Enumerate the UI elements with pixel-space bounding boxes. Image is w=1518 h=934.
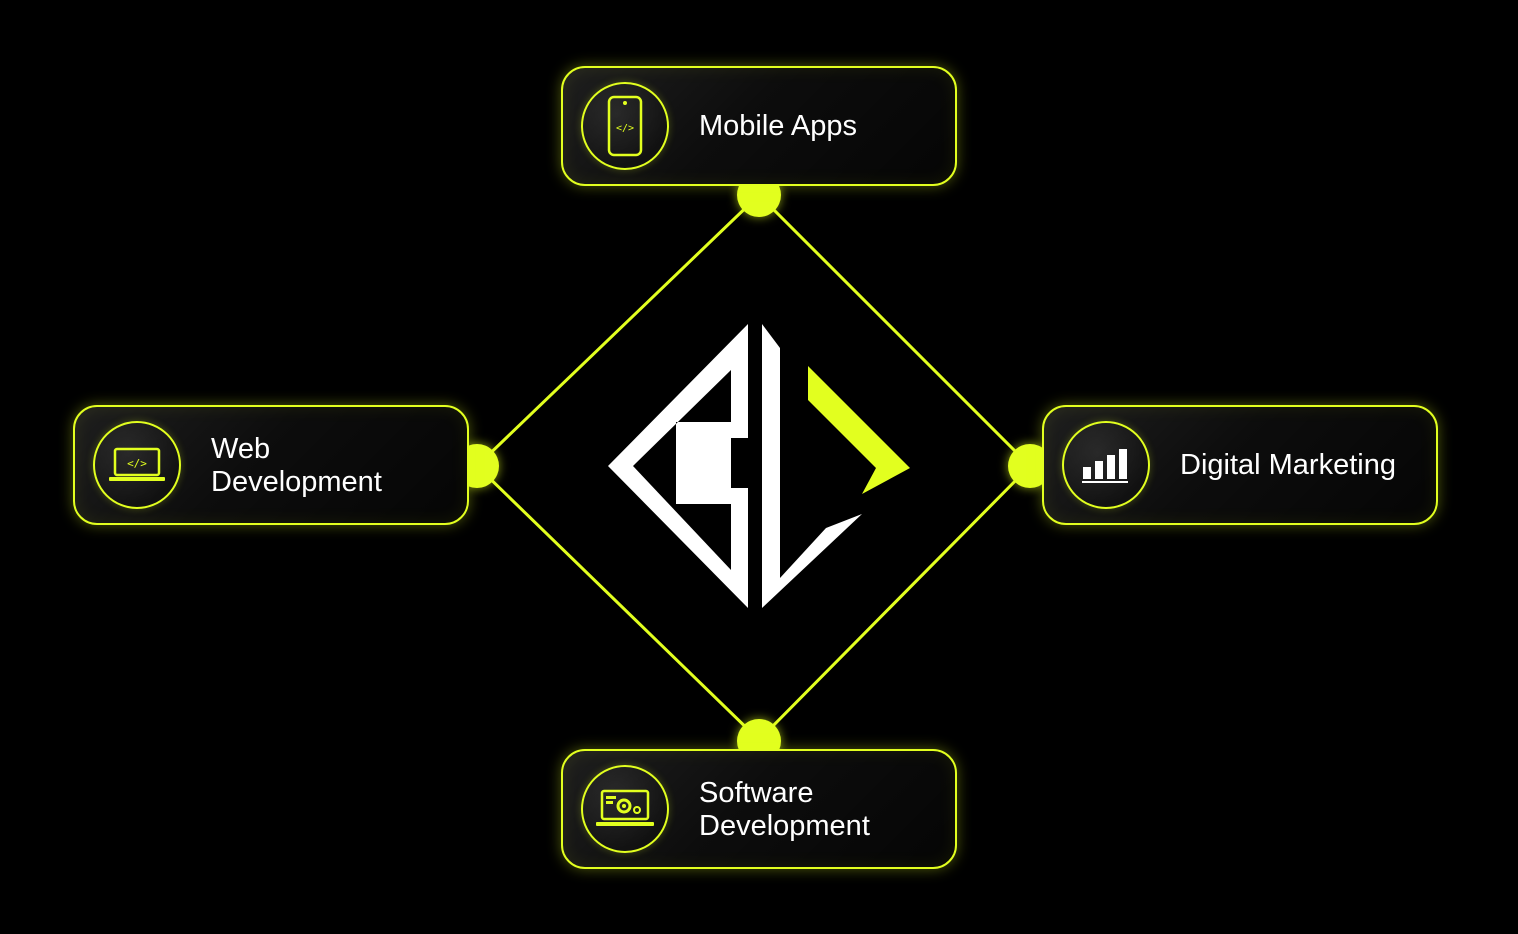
card-digital-marketing[interactable]: Digital Marketing	[1042, 405, 1438, 525]
bar-chart-icon	[1062, 421, 1150, 509]
card-mobile-apps[interactable]: </> Mobile Apps	[561, 66, 957, 186]
svg-text:</>: </>	[127, 457, 147, 470]
card-label: Software Development	[699, 777, 870, 842]
laptop-gear-icon	[581, 765, 669, 853]
logo-right-shape	[762, 324, 862, 608]
card-software-development[interactable]: Software Development	[561, 749, 957, 869]
smartphone-code-icon: </>	[581, 82, 669, 170]
logo-accent-chevron	[808, 366, 910, 494]
card-label: Web Development	[211, 433, 382, 498]
logo-left-cutout	[633, 370, 731, 570]
card-label: Digital Marketing	[1180, 449, 1396, 481]
laptop-code-icon: </>	[93, 421, 181, 509]
el-monogram-logo	[608, 324, 910, 608]
card-web-development[interactable]: </> Web Development	[73, 405, 469, 525]
svg-text:</>: </>	[616, 123, 634, 134]
card-label: Mobile Apps	[699, 110, 857, 142]
logo-left-bar	[692, 438, 731, 488]
